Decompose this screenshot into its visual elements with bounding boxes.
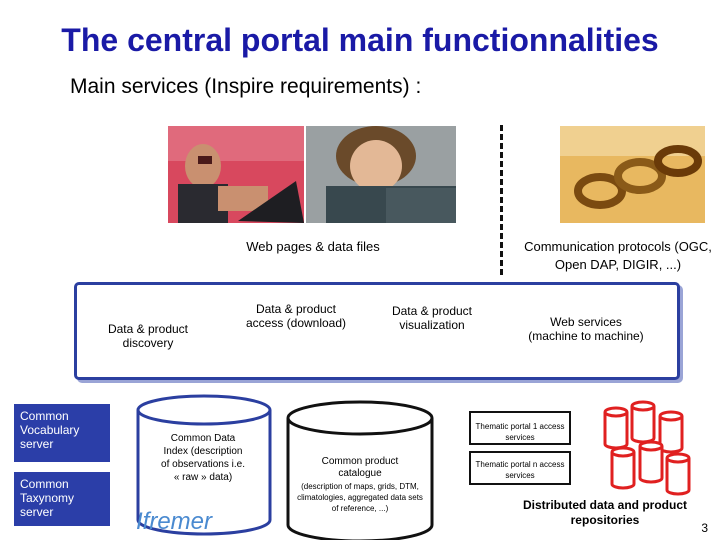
photo-chain-link — [560, 126, 705, 223]
catalogue-description: (description of maps, grids, DTM, climat… — [297, 482, 423, 513]
page-number: 3 — [701, 521, 708, 535]
service-visualization: Data & product visualization — [391, 304, 473, 332]
thematic-portal-1: Thematic portal 1 access services — [475, 422, 565, 442]
caption-communication-protocols: Communication protocols (OGC, Open DAP, … — [524, 239, 712, 272]
slide-title: The central portal main functionnalities — [61, 22, 659, 58]
slide-subtitle: Main services (Inspire requirements) : — [70, 75, 422, 98]
services-band — [74, 282, 680, 380]
photo-frustrated-user — [168, 126, 304, 223]
service-access: Data & product access (download) — [245, 302, 347, 330]
photo-happy-user — [306, 126, 456, 223]
ifremer-logo: Ifremer — [136, 508, 213, 535]
repositories-label: Distributed data and product repositorie… — [522, 498, 687, 527]
common-data-index: Common Data Index (description of observ… — [161, 433, 245, 483]
service-web-services: Web services (machine to machine) — [528, 315, 644, 343]
service-discovery: Data & product discovery — [107, 322, 189, 350]
section-divider — [500, 125, 503, 275]
vocabulary-server: Common Vocabulary server — [14, 404, 110, 462]
repository-cylinders — [603, 400, 691, 496]
caption-web-pages: Web pages & data files — [246, 239, 380, 254]
catalogue-title: Common product catalogue — [321, 456, 399, 479]
thematic-portal-n: Thematic portal n access services — [475, 460, 565, 480]
taxonomy-server: Common Taxynomy server — [14, 472, 110, 526]
